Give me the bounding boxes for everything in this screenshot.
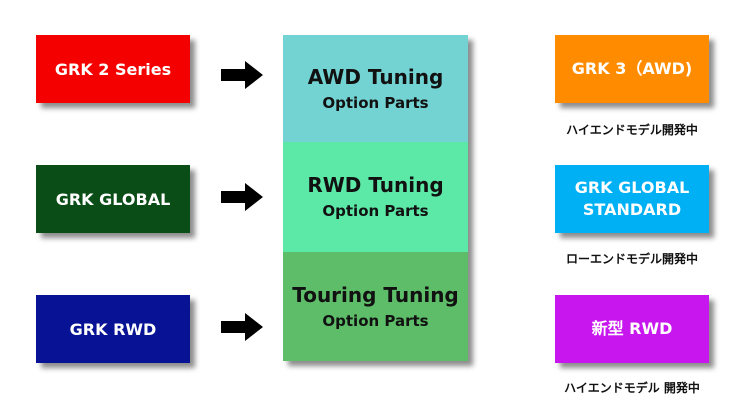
grk-global-standard-note: ローエンドモデル開発中 [565,252,698,266]
grk-global-box: GRK GLOBAL [36,165,190,233]
rwd-tuning-block: RWD Tuning Option Parts [283,142,468,252]
grk-global-standard-line2: STANDARD [582,200,682,219]
grk-global-standard-line1: GRK GLOBAL [574,178,690,197]
tuning-column: AWD Tuning Option Parts RWD Tuning Optio… [283,35,468,361]
rwd-tuning-subtitle: Option Parts [322,202,429,220]
new-rwd-note: ハイエンドモデル 開発中 [564,381,700,395]
awd-tuning-title: AWD Tuning [307,64,444,89]
touring-tuning-subtitle: Option Parts [322,311,429,330]
right-arrow-icon [221,183,263,211]
grk-global-label: GRK GLOBAL [55,189,171,209]
awd-tuning-subtitle: Option Parts [322,93,429,112]
awd-tuning-block: AWD Tuning Option Parts [283,35,468,142]
grk-2-series-box: GRK 2 Series [36,35,190,103]
grk-3-note: ハイエンドモデル開発中 [566,123,698,137]
grk-2-series-label: GRK 2 Series [54,59,172,79]
right-arrow-icon [221,61,263,89]
new-rwd-label: 新型 RWD [591,319,673,338]
grk-rwd-label: GRK RWD [69,319,157,339]
right-arrow-icon [221,313,263,341]
grk-rwd-box: GRK RWD [36,295,190,363]
touring-tuning-block: Touring Tuning Option Parts [283,252,468,361]
rwd-tuning-title: RWD Tuning [307,173,444,197]
grk-3-awd-label: GRK 3（AWD) [571,59,693,78]
new-rwd-box: 新型 RWD [555,295,709,363]
touring-tuning-title: Touring Tuning [292,282,459,307]
grk-global-standard-box: GRK GLOBAL STANDARD [555,165,709,233]
grk-3-awd-box: GRK 3（AWD) [555,35,709,103]
